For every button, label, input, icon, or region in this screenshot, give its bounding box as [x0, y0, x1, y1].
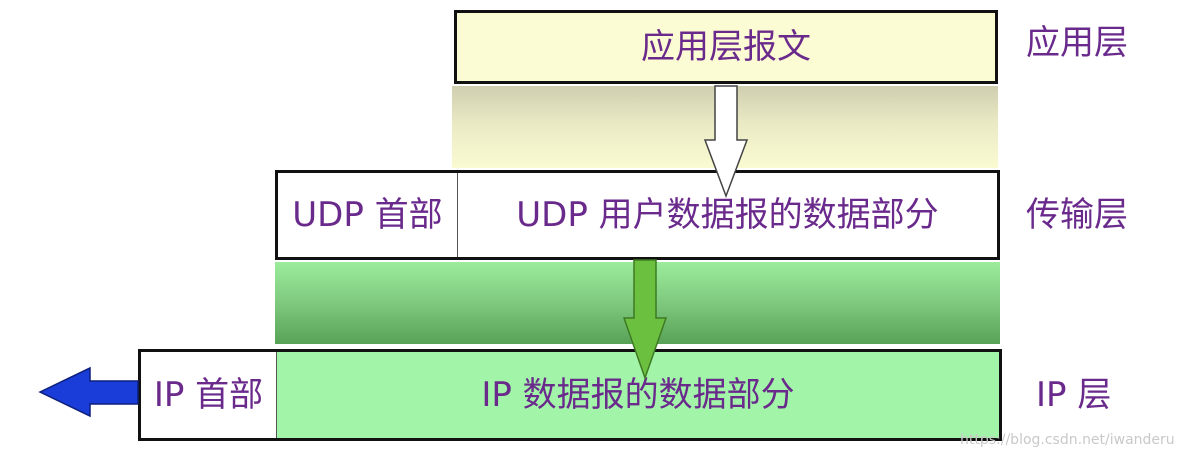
ip-header-cell: IP 首部 [141, 352, 277, 438]
layer-name-transport: 传输层 [1026, 195, 1128, 235]
application-band [452, 86, 998, 168]
udp-data-label: UDP 用户数据报的数据部分 [516, 195, 939, 235]
ip-data-cell: IP 数据报的数据部分 [277, 352, 999, 438]
watermark-text: https://blog.csdn.net/iwanderu [960, 432, 1175, 448]
udp-header-label: UDP 首部 [292, 195, 443, 235]
ip-datagram-box: IP 首部 IP 数据报的数据部分 [138, 349, 1002, 441]
udp-header-cell: UDP 首部 [278, 173, 458, 257]
application-message-box: 应用层报文 [454, 10, 998, 84]
udp-datagram-box: UDP 首部 UDP 用户数据报的数据部分 [275, 170, 1000, 260]
udp-data-cell: UDP 用户数据报的数据部分 [458, 173, 997, 257]
layer-name-application: 应用层 [1026, 23, 1128, 63]
layer-name-ip: IP 层 [1036, 375, 1112, 415]
udp-band [275, 262, 1000, 344]
ip-data-label: IP 数据报的数据部分 [481, 375, 795, 415]
application-message-label: 应用层报文 [641, 27, 811, 67]
ip-header-label: IP 首部 [153, 375, 264, 415]
